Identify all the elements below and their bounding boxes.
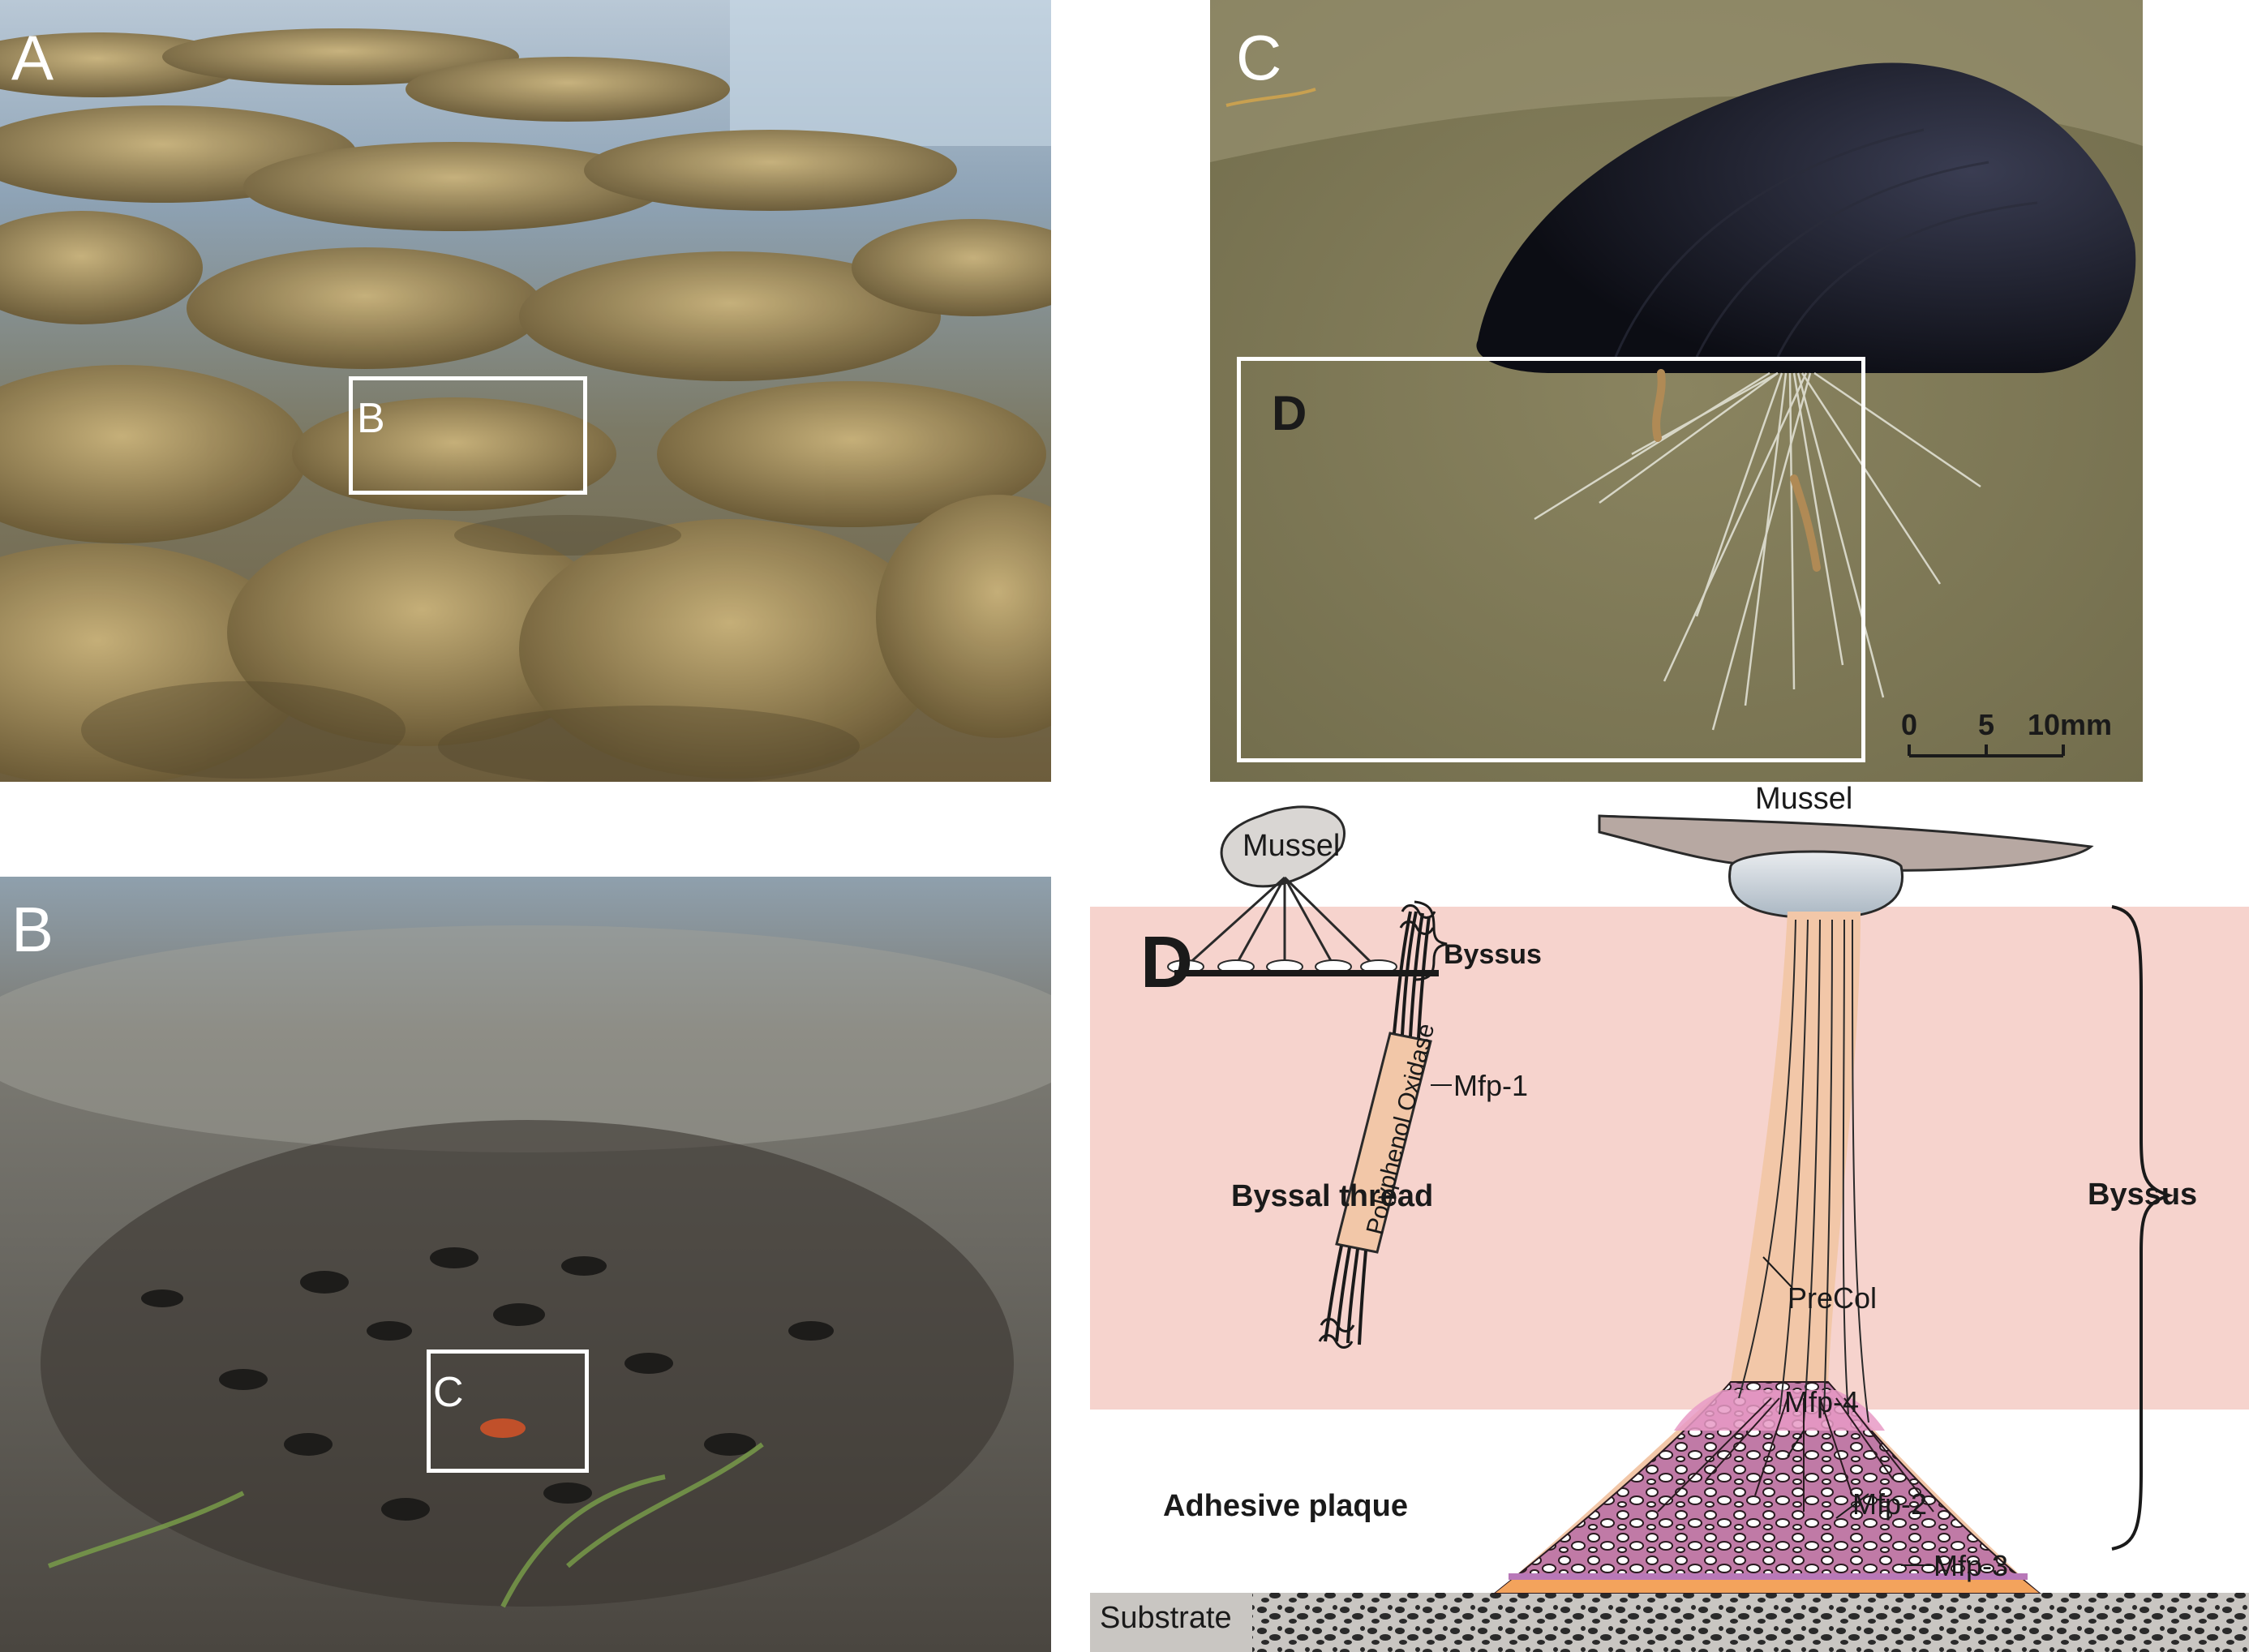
substrate-label: Substrate — [1100, 1601, 1232, 1635]
byssal-thread-stem — [1496, 912, 2039, 1593]
inset-box-d-label: D — [1272, 386, 1307, 440]
substrate-layer — [1090, 1593, 2249, 1652]
inset-box-d — [1237, 357, 1865, 762]
inset-box-b — [349, 376, 587, 495]
mfp4-label: Mfp-4 — [1784, 1385, 1860, 1418]
byssus-inset — [1167, 805, 1448, 981]
inset-byssus-label: Byssus — [1444, 939, 1542, 970]
mussel-shell — [1476, 62, 2136, 373]
scale-bar: 0 5 10mm — [1901, 708, 2112, 757]
adhesive-plaque-label: Adhesive plaque — [1163, 1489, 1408, 1523]
panel-b-label: B — [11, 894, 54, 965]
mussel-byssus-photo — [1210, 0, 2143, 782]
byssal-thread-region — [1090, 907, 2249, 1410]
mfp3-layer — [1496, 1580, 2039, 1593]
panel-a-photo: A B — [0, 0, 1051, 782]
panel-a-label: A — [11, 22, 54, 93]
panel-d-label: D — [1140, 922, 1193, 1003]
precol-label: PreCol — [1788, 1281, 1878, 1315]
inset-mussel-label: Mussel — [1243, 829, 1341, 863]
panel-d-diagram: Polyphenol Oxidase D Mussel Mussel Byssu… — [1090, 782, 2249, 1652]
byssus-stem-cap — [1728, 850, 1903, 920]
mudflat-photo — [0, 0, 1051, 782]
scale-tick-0: 0 — [1901, 708, 1917, 741]
inset-box-b-label: B — [357, 395, 385, 442]
mfp1-label: Mfp-1 — [1453, 1069, 1529, 1102]
scale-tick-10mm: 10mm — [2028, 708, 2112, 741]
byssal-thread-label: Byssal thread — [1231, 1179, 1434, 1213]
mfp2-label: Mfp-2 — [1852, 1487, 1928, 1521]
byssus-label: Byssus — [2088, 1178, 2198, 1212]
mfp3-label: Mfp-3 — [1934, 1549, 2009, 1582]
inset-box-c — [427, 1349, 589, 1473]
byssus-schematic: Polyphenol Oxidase — [1090, 805, 2249, 1652]
mussel-bed-photo — [0, 877, 1051, 1652]
mussel-label-top: Mussel — [1755, 782, 1853, 816]
mussel-shell-diagram — [1598, 814, 2094, 872]
inset-box-c-label: C — [433, 1369, 464, 1416]
panel-c-photo: C D 0 5 10mm — [1210, 0, 2143, 782]
panel-b-photo: B C — [0, 877, 1051, 1652]
scale-tick-5: 5 — [1978, 708, 1994, 741]
panel-c-label: C — [1236, 22, 1282, 93]
